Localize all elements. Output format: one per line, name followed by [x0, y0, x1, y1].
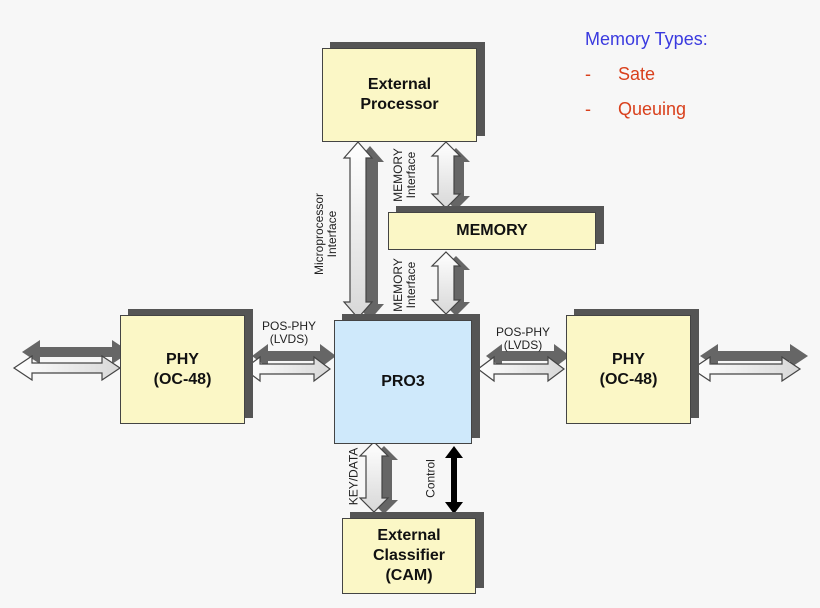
microprocessor-interface-label: Microprocessor Interface: [312, 184, 339, 284]
pos-phy-left-line-1: POS-PHY: [261, 319, 316, 333]
legend-item-sate: - Sate: [585, 64, 655, 85]
memory-interface-top-line-2: Interface: [404, 151, 418, 199]
left-external-arrow: [12, 340, 130, 382]
external-classifier-line-2: Classifier: [372, 547, 446, 564]
legend-bullet-2: -: [585, 99, 591, 119]
pos-phy-left-label: POS-PHY (LVDS): [254, 320, 324, 346]
phy-left-line-2: (OC-48): [153, 370, 212, 388]
phy-right-line-2: (OC-48): [599, 370, 658, 388]
pro3-block: PRO3: [334, 320, 472, 444]
right-external-arrow: [690, 344, 808, 383]
control-label: Control: [423, 453, 438, 505]
phy-right-line-1: PHY: [612, 350, 645, 368]
phy-left-line-1: PHY: [166, 350, 199, 368]
legend-item-sate-text: Sate: [618, 64, 656, 84]
key-data-label: KEY/DATA: [346, 443, 361, 511]
pos-phy-right-line-1: POS-PHY: [495, 325, 550, 339]
external-processor-line-2: Processor: [360, 96, 439, 113]
legend-item-queuing-text: Queuing: [618, 99, 687, 119]
memory-interface-top-arrow: [430, 141, 470, 210]
memory-label: MEMORY: [456, 222, 528, 239]
external-processor-line-1: External: [367, 76, 432, 93]
pos-phy-left-line-2: (LVDS): [269, 332, 309, 346]
key-data-text: KEY/DATA: [346, 447, 361, 506]
microprocessor-interface-arrow: [342, 141, 384, 320]
external-classifier-line-3: (CAM): [385, 567, 433, 584]
external-classifier-block: External Classifier (CAM): [342, 518, 476, 594]
pos-phy-left-arrow: [243, 344, 336, 383]
microprocessor-interface-line-2: Interface: [325, 210, 339, 258]
pos-phy-right-arrow: [477, 344, 570, 383]
pos-phy-right-line-2: (LVDS): [503, 338, 543, 352]
control-arrow: [445, 446, 463, 514]
key-data-arrow: [358, 441, 398, 514]
pos-phy-right-label: POS-PHY (LVDS): [488, 326, 558, 352]
memory-interface-top-label: MEMORY Interface: [391, 145, 418, 205]
external-classifier-line-1: External: [377, 527, 441, 544]
phy-right-block: PHY (OC-48): [566, 315, 691, 424]
pro3-label: PRO3: [381, 373, 425, 390]
external-processor-block: External Processor: [322, 48, 477, 142]
legend-item-queuing: - Queuing: [585, 99, 686, 120]
phy-left-block: PHY (OC-48): [120, 315, 245, 424]
control-text: Control: [423, 459, 438, 498]
memory-interface-bottom-line-2: Interface: [404, 261, 418, 309]
memory-block: MEMORY: [388, 212, 596, 250]
memory-types-heading: Memory Types:: [585, 29, 708, 49]
memory-interface-bottom-arrow: [430, 251, 470, 316]
memory-interface-bottom-label: MEMORY Interface: [391, 255, 418, 315]
legend-bullet-1: -: [585, 64, 591, 84]
